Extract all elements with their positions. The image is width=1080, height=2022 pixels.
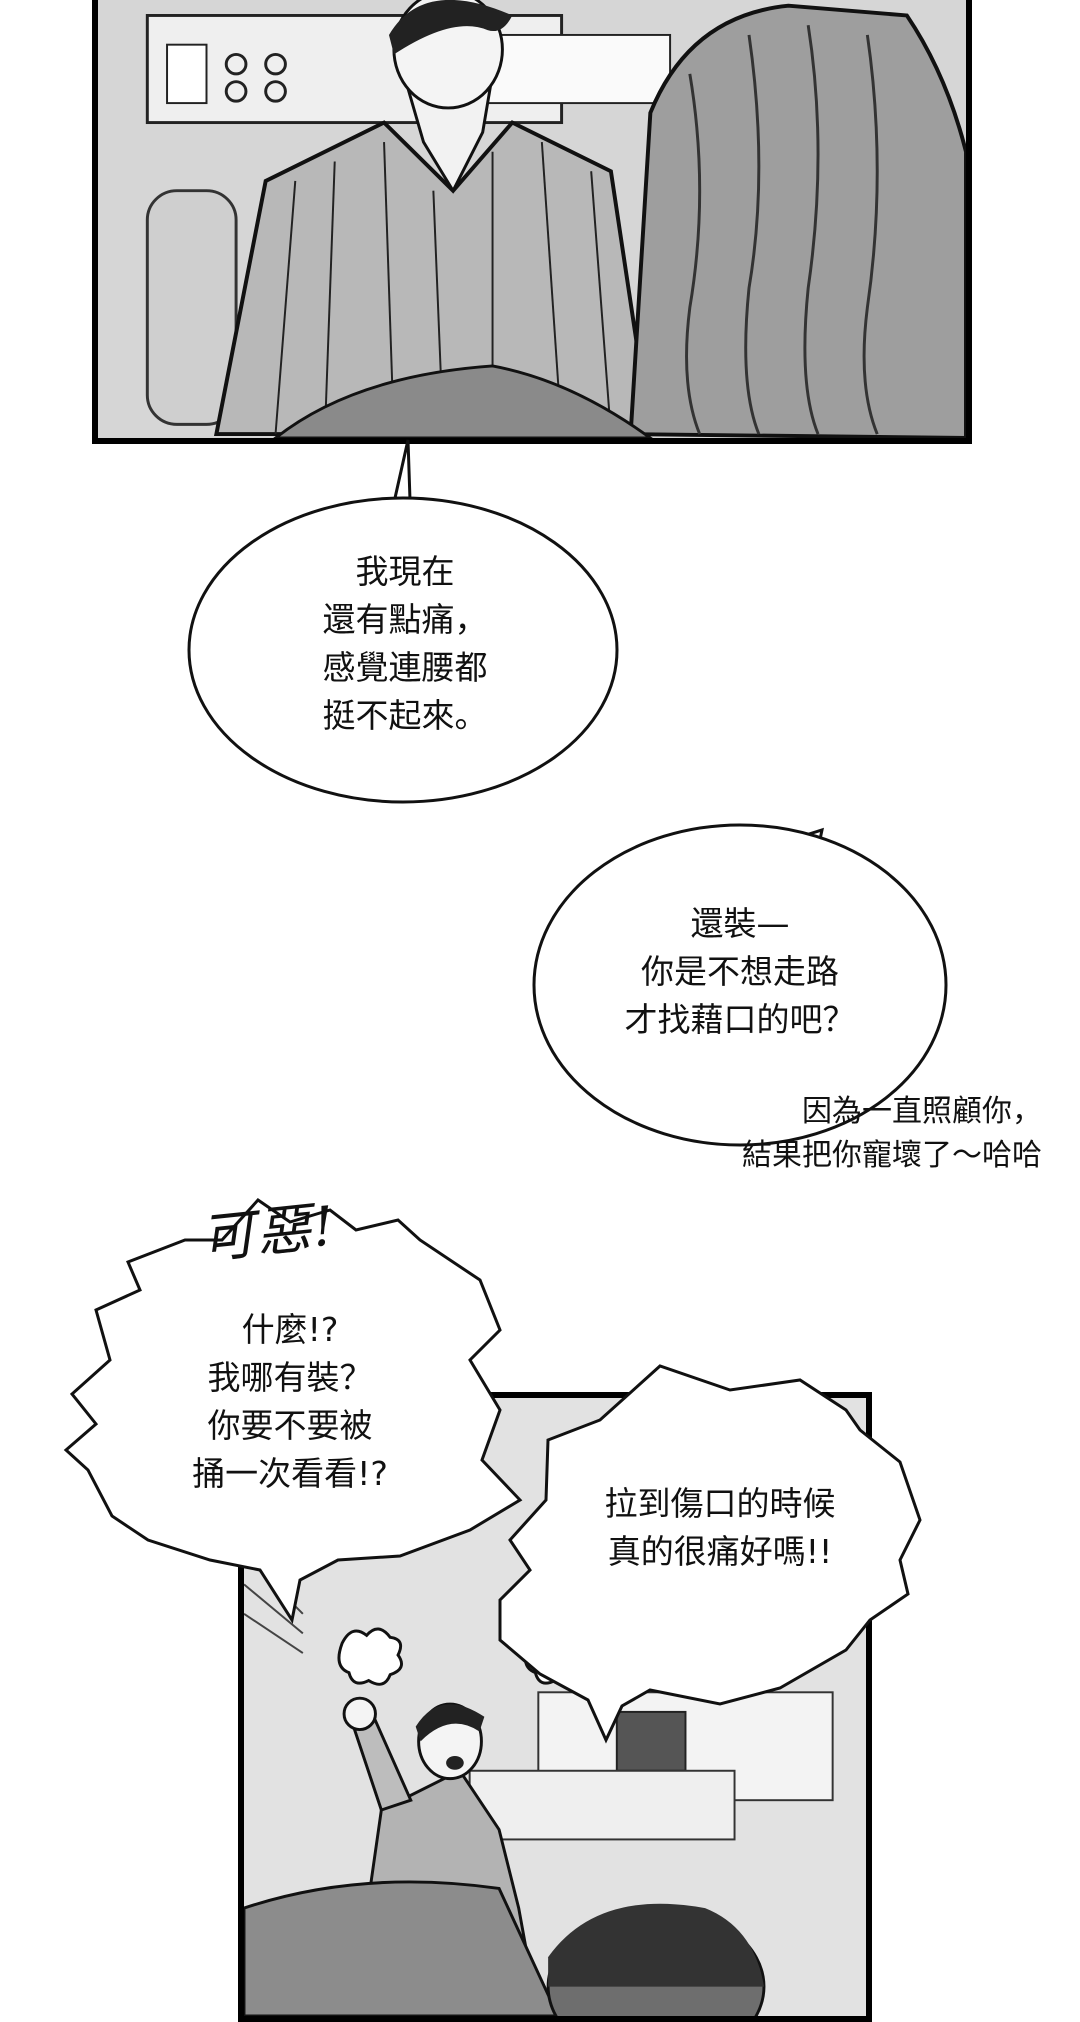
speech-bubble-4-text: 拉到傷口的時候 真的很痛好嗎!! [604, 1484, 836, 1571]
sfx-shout-text: 可惡! [197, 1194, 340, 1271]
speech-bubble-2-text: 還裝— 你是不想走路 才找藉口的吧？ [624, 904, 856, 1039]
panel-top-art [98, 0, 966, 438]
narration-text: 因為一直照顧你， 結果把你寵壞了～哈哈 [742, 1094, 1042, 1173]
comic-panel-top [92, 0, 972, 444]
bubble-1-tail [393, 439, 412, 502]
bubble-2-tail [787, 827, 824, 883]
speech-bubble-3-text: 什麼!? 我哪有裝？ 你要不要被 捅一次看看!? [192, 1310, 388, 1493]
speech-bubble-1-text: 我現在 還有點痛， 感覺連腰都 挺不起來。 [322, 552, 488, 735]
